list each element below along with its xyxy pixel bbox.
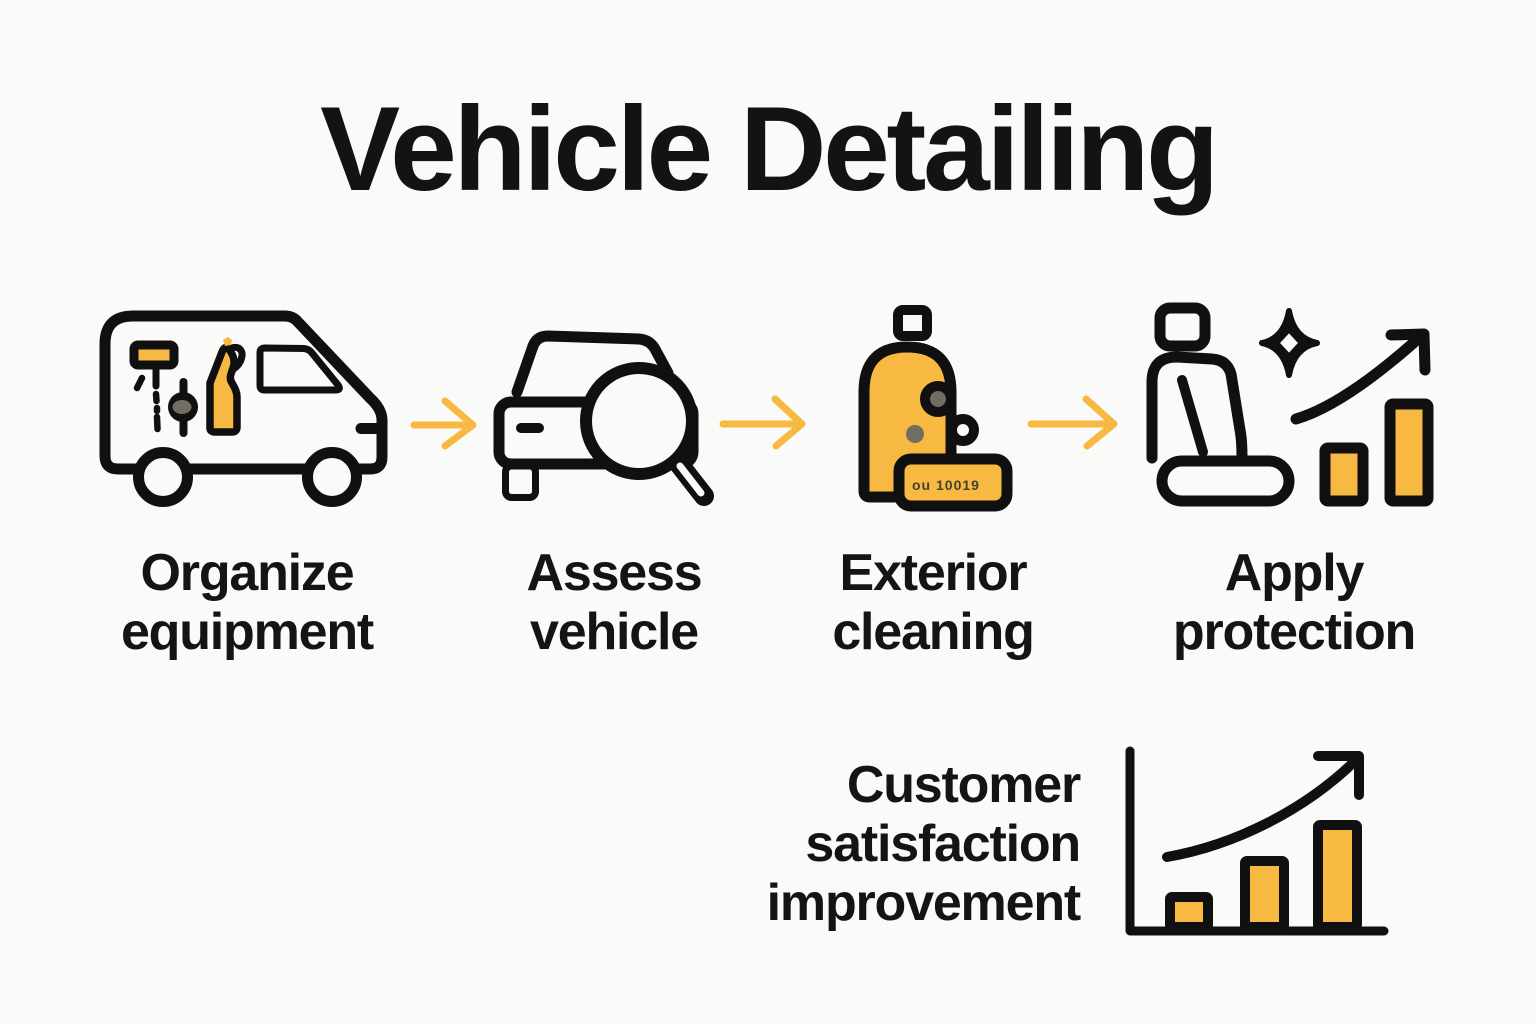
svg-text:ou 10019: ou 10019 [912, 477, 980, 493]
